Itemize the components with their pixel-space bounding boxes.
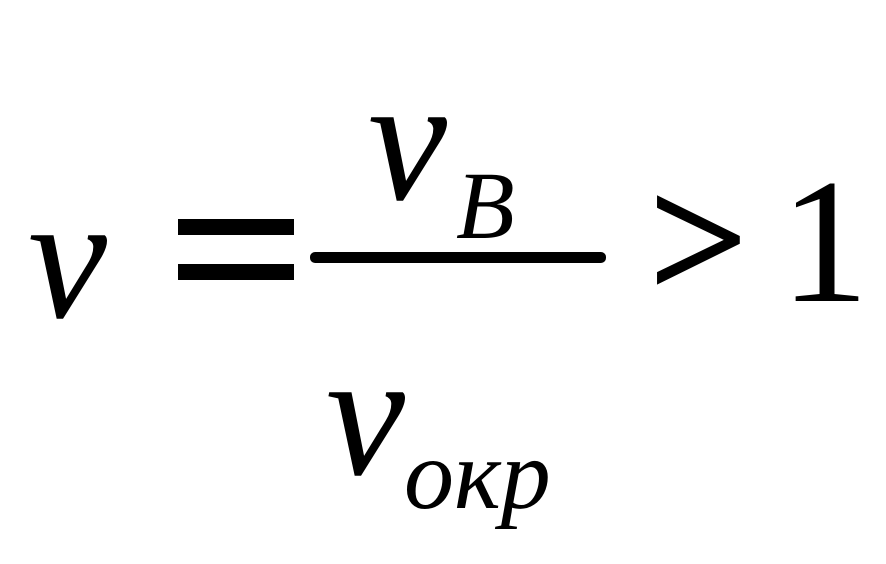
greater-than-sign: > [648, 140, 750, 338]
denominator-variable: v [326, 315, 406, 513]
numerator-variable: v [368, 40, 448, 238]
equals-sign-top-bar [178, 219, 294, 235]
equals-sign-bottom-bar [178, 264, 294, 280]
fraction-bar [310, 252, 606, 263]
numerator-subscript: B [456, 152, 515, 259]
denominator-subscript: окр [404, 419, 551, 530]
lhs-variable: v [28, 158, 108, 356]
rhs-value: 1 [780, 142, 869, 340]
